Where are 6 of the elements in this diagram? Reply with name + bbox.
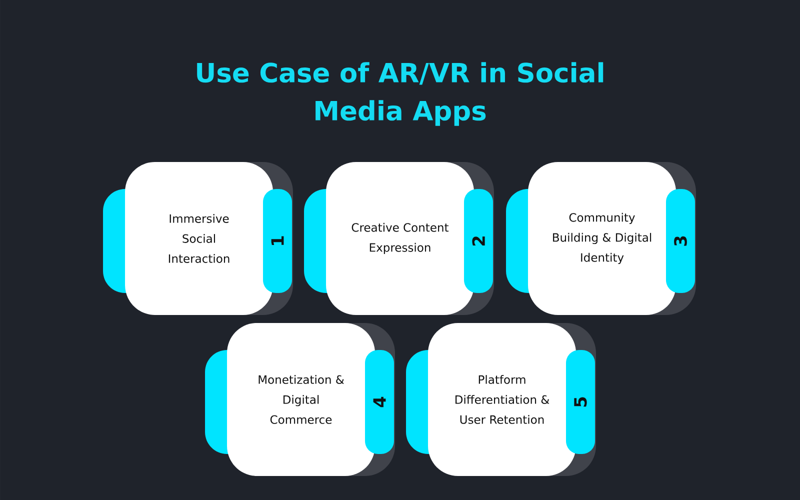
number-tab: 3 bbox=[666, 189, 695, 293]
title: Use Case of AR/VR in Social Media Apps bbox=[197, 62, 604, 126]
number-tab: 4 bbox=[365, 350, 394, 454]
number-tab: 1 bbox=[263, 189, 292, 293]
number-tab: 2 bbox=[464, 189, 493, 293]
number-tab: 5 bbox=[566, 350, 595, 454]
